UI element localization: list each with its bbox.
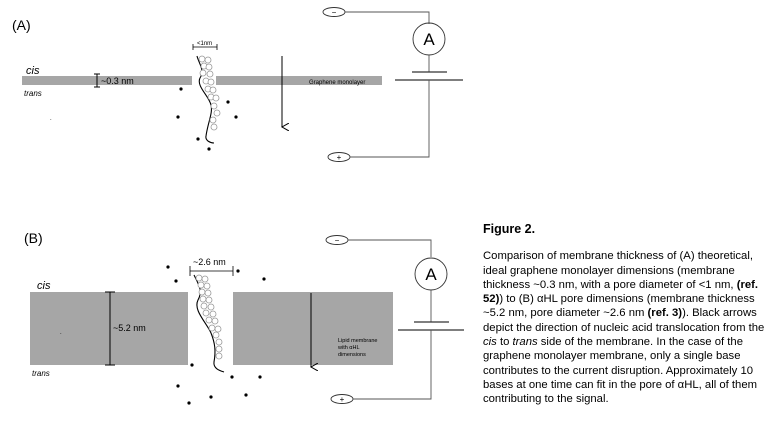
caption-text-3: ). Black arrows depict the direction of … <box>483 307 765 334</box>
nucleotide-dots-a <box>176 87 238 151</box>
caption-title: Figure 2. <box>483 222 536 236</box>
ammeter-symbol-a: A <box>423 30 435 49</box>
panel-a: (A) cis trans ~0.3 nm Graphene monolayer… <box>12 7 463 162</box>
pore-label-a: <1nm <box>197 41 212 47</box>
caption-ref-52: (ref. 52) <box>483 278 759 306</box>
caption-text-1: Comparison of membrane thickness of (A) … <box>483 250 753 291</box>
caption-text-5: side of the membrane. In the case of the… <box>483 336 758 406</box>
panel-b-trans-label: trans <box>32 369 50 378</box>
caption-text-4: to <box>496 336 513 349</box>
graphene-membrane-label: Graphene monolayer <box>309 80 365 86</box>
panel-a-label: (A) <box>12 17 31 33</box>
lipid-membrane-label-3: dimensions <box>338 352 366 358</box>
panel-b-cis-label: cis <box>37 280 51 292</box>
pore-bracket-b <box>189 266 234 276</box>
circuit-a <box>322 7 463 162</box>
caption-ref-3: (ref. 3) <box>647 307 683 320</box>
pore-label-b: ~2.6 nm <box>193 257 226 267</box>
thickness-label-b: ~5.2 nm <box>113 323 146 333</box>
ammeter-symbol-b: A <box>425 265 437 284</box>
caption-cis: cis <box>483 336 497 349</box>
thickness-bracket-b <box>105 291 115 366</box>
lipid-membrane-label-1: Lipid membrane <box>338 338 377 344</box>
minus-sign-a: − <box>332 8 337 17</box>
thickness-label-a: ~0.3 nm <box>101 76 134 86</box>
caption-body: Comparison of membrane thickness of (A) … <box>483 249 773 406</box>
pore-bracket-a <box>192 44 218 50</box>
plus-sign-b: + <box>340 395 345 404</box>
dna-bases-a <box>198 55 221 131</box>
dna-bases-b <box>195 274 223 360</box>
graphene-membrane-left <box>22 76 192 85</box>
caption-text-2: ) to (B) αHL pore dimensions (membrane t… <box>483 293 755 320</box>
minus-sign-b: − <box>335 236 340 245</box>
plus-sign-a: + <box>337 153 342 162</box>
lipid-membrane-label-2: with αHL <box>337 345 360 351</box>
panel-a-cis-label: cis <box>26 65 40 77</box>
circuit-b <box>325 235 464 404</box>
stray-mark-a: . <box>50 116 52 122</box>
panel-a-trans-label: trans <box>24 89 42 98</box>
nucleotide-dots-b <box>166 265 266 405</box>
caption-trans: trans <box>512 336 538 349</box>
figure-caption: Figure 2. Comparison of membrane thickne… <box>483 222 773 407</box>
thickness-bracket-a <box>94 73 100 88</box>
graphene-membrane-right <box>216 76 382 85</box>
lipid-membrane-right <box>233 292 393 365</box>
panel-b: (B) cis trans ~5.2 nm . Lipid membrane w… <box>24 230 464 405</box>
panel-b-label: (B) <box>24 230 43 246</box>
stray-mark-b: . <box>60 330 62 336</box>
lipid-membrane-left <box>30 292 188 365</box>
